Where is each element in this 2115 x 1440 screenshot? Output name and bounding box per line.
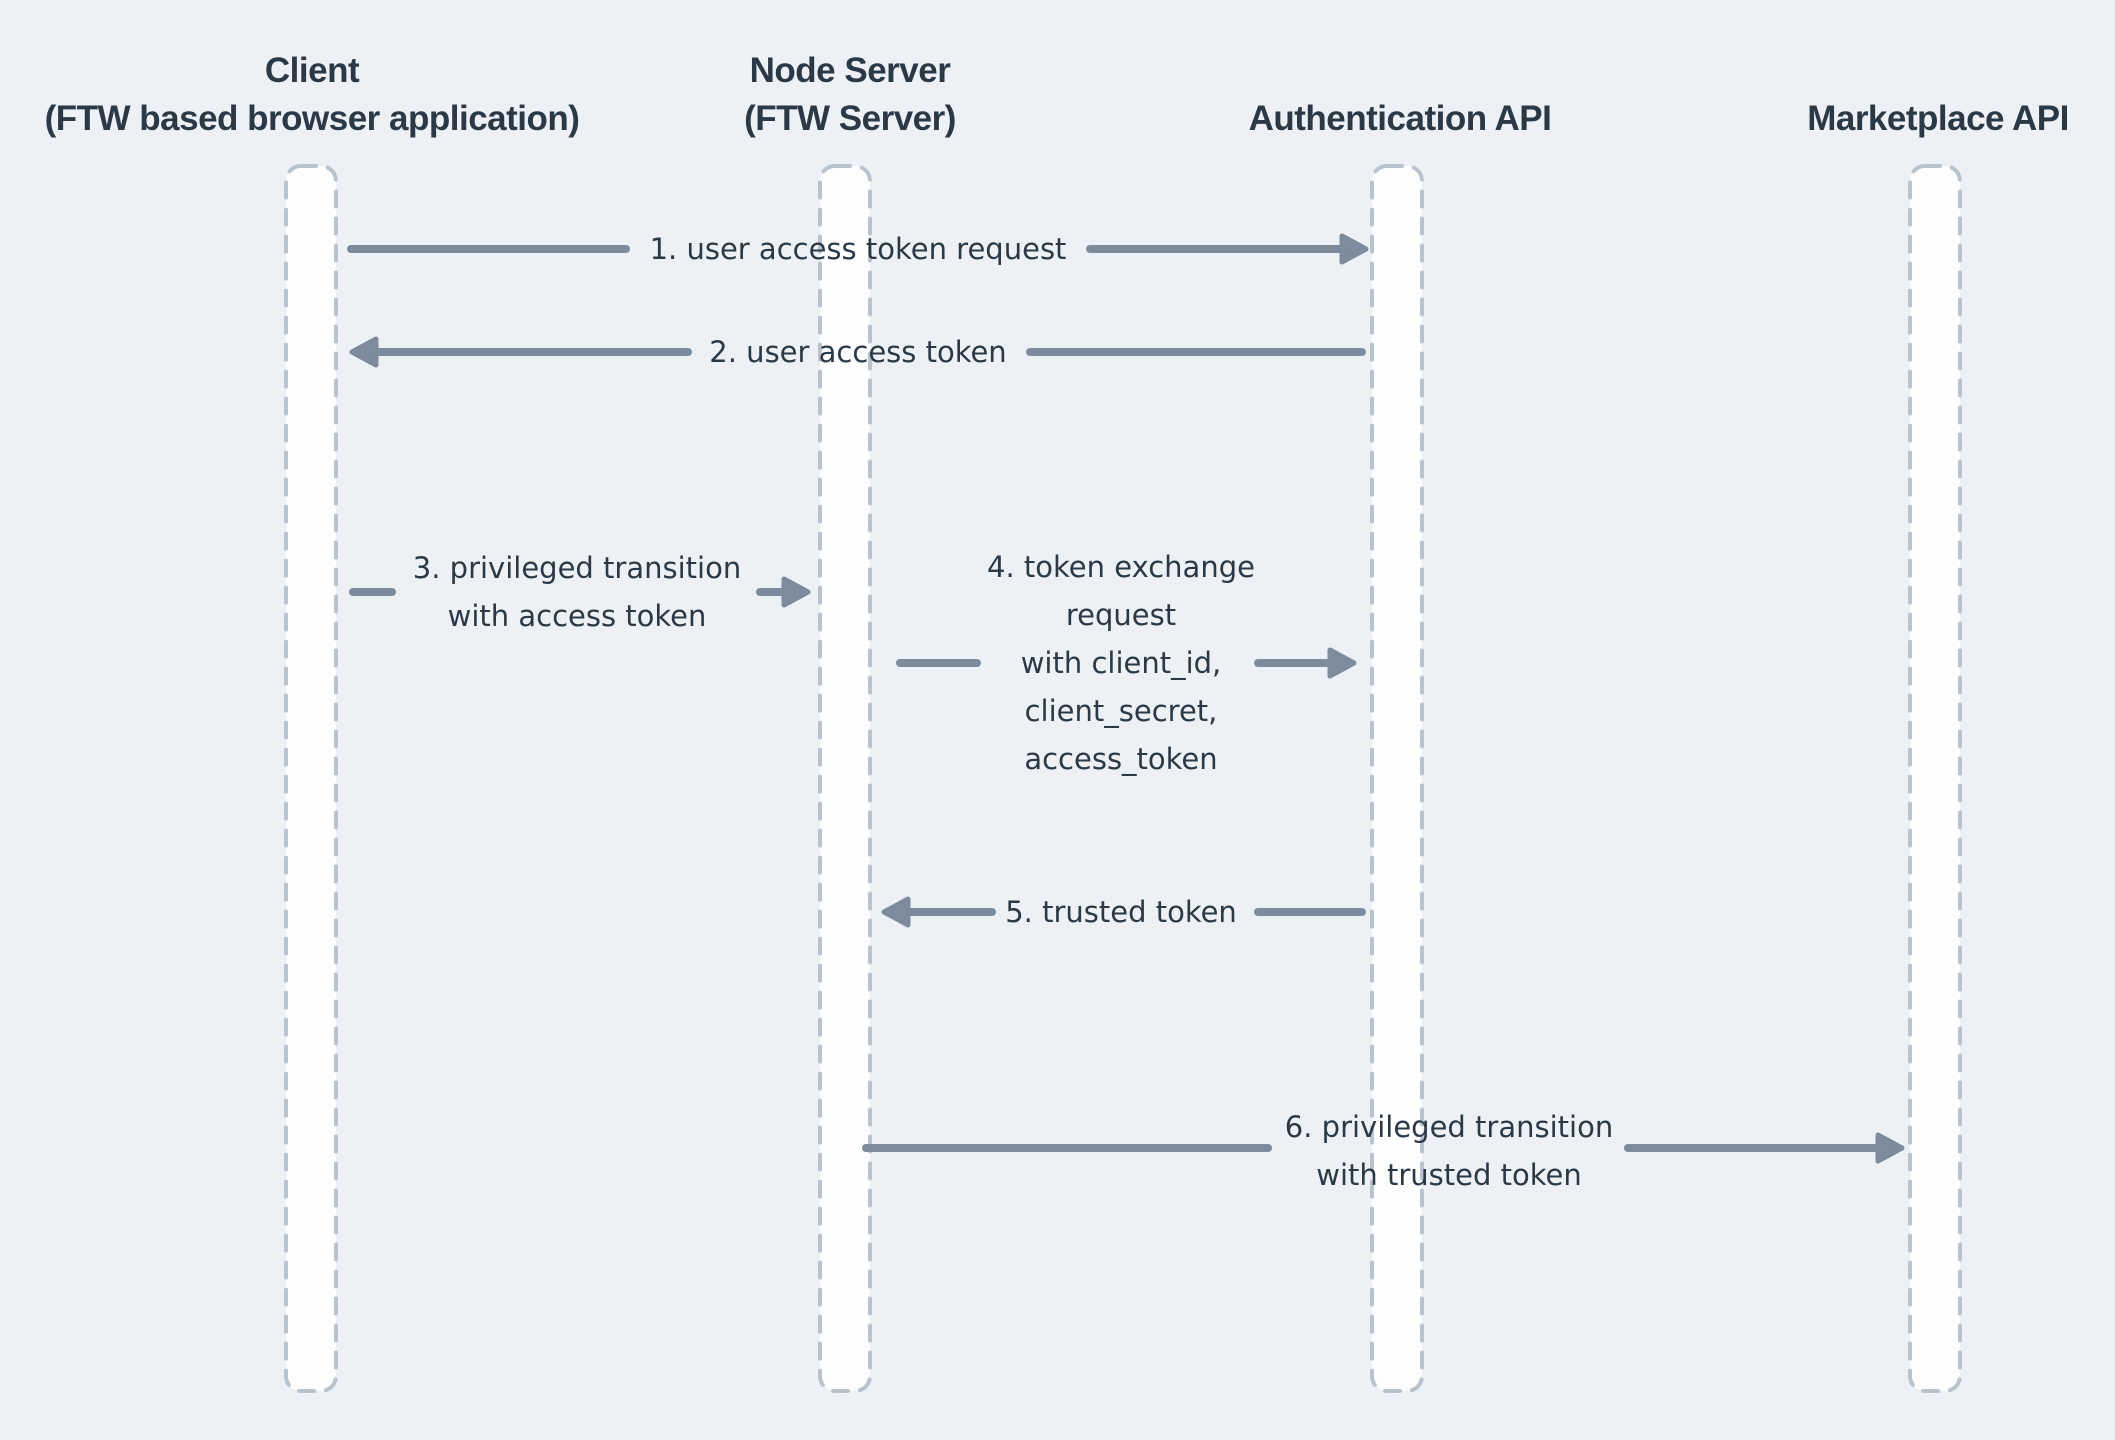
lifeline-marketplace-api [1908, 164, 1962, 1393]
participant-name-line: Client [264, 51, 360, 90]
arrowhead-right-icon [1339, 233, 1369, 265]
message-label-line: client_secret, [1024, 694, 1218, 728]
message-4-label: 4. token exchange request with client_id… [987, 543, 1255, 783]
message-label-line: 5. trusted token [1005, 895, 1237, 929]
participant-name-line: (FTW based browser application) [44, 99, 580, 138]
lifeline-client [284, 164, 338, 1393]
arrowhead-right-icon [1327, 647, 1357, 679]
participant-marketplace-api: Marketplace API [1807, 47, 2069, 143]
participant-name-line: (FTW Server) [744, 99, 956, 138]
message-label-line: 2. user access token [709, 335, 1007, 369]
lifeline-node-server [818, 164, 872, 1393]
message-label-line: with trusted token [1316, 1158, 1582, 1192]
message-label-line: 6. privileged transition [1284, 1110, 1614, 1144]
message-6-label: 6. privileged transition with trusted to… [1285, 1103, 1613, 1199]
message-label-line: access_token [1024, 742, 1218, 776]
participant-client: Client (FTW based browser application) [45, 47, 580, 143]
participant-node-server: Node Server (FTW Server) [744, 47, 956, 143]
participant-name-line: Authentication API [1248, 99, 1552, 138]
message-label-line: request [1065, 598, 1177, 632]
message-1-label: 1. user access token request [650, 225, 1067, 273]
message-2-label: 2. user access token [709, 328, 1006, 376]
message-label-line: with access token [447, 599, 707, 633]
arrowhead-left-icon [349, 336, 379, 368]
lifeline-authentication-api [1370, 164, 1424, 1393]
arrowhead-left-icon [881, 896, 911, 928]
participant-name-line: Marketplace API [1807, 99, 2069, 138]
message-5-label: 5. trusted token [1005, 888, 1237, 936]
message-label-line: 3. privileged transition [412, 551, 742, 585]
message-3-label: 3. privileged transition with access tok… [413, 544, 741, 640]
participant-name-line: Node Server [749, 51, 951, 90]
arrowhead-right-icon [781, 576, 811, 608]
participant-authentication-api: Authentication API [1249, 47, 1552, 143]
message-label-line: 4. token exchange [987, 550, 1255, 584]
arrowhead-right-icon [1875, 1132, 1905, 1164]
message-label-line: 1. user access token request [649, 232, 1067, 266]
message-label-line: with client_id, [1020, 646, 1222, 680]
